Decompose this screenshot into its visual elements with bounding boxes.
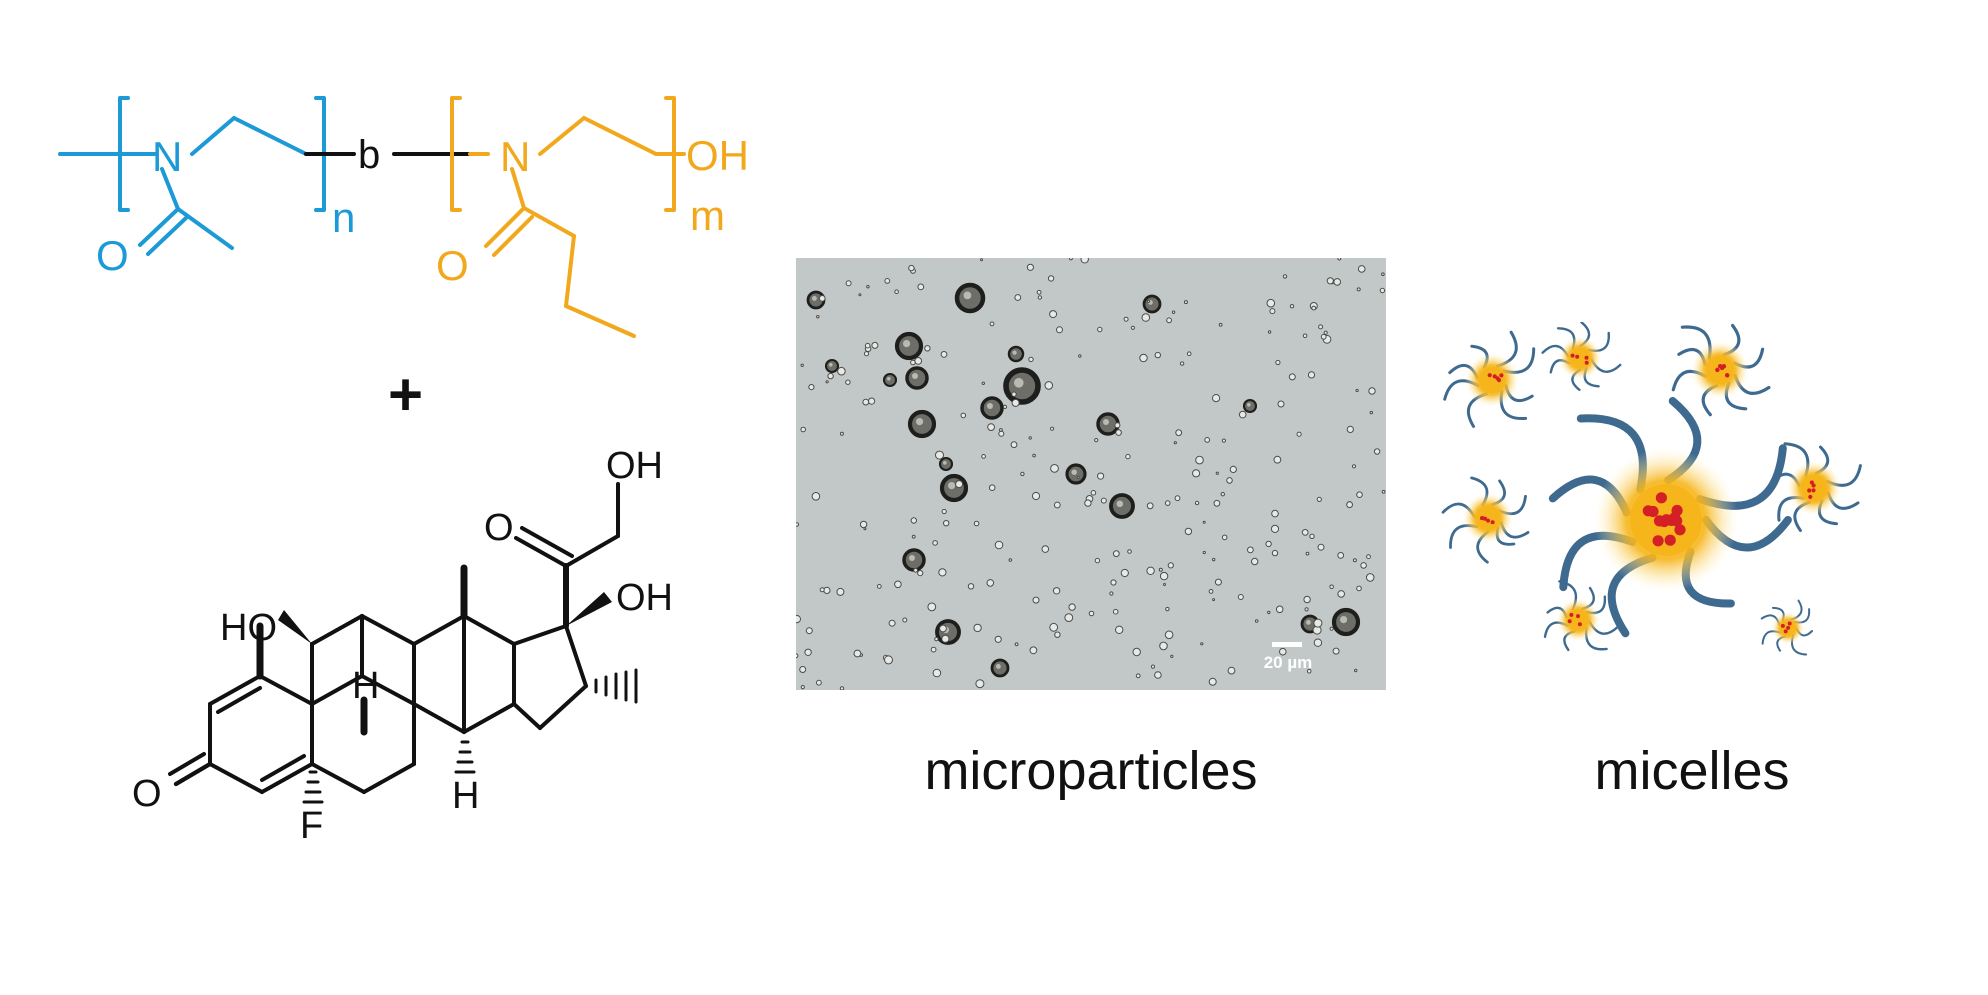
block-a-repeat-n: n	[332, 194, 355, 241]
micelle	[1541, 322, 1622, 391]
block-a-nitrogen: N	[152, 133, 182, 180]
block-linker-b: b	[358, 133, 380, 177]
ring-a	[174, 674, 314, 794]
scale-bar-label: 20 µm	[1264, 653, 1313, 672]
polymer-structure: N O n b N O m OH	[58, 96, 749, 338]
micelle	[1771, 442, 1862, 532]
block-b-oxygen: O	[436, 242, 469, 289]
micelle	[1671, 323, 1771, 417]
ring-b	[310, 674, 416, 794]
drug-f-9: F	[300, 805, 323, 847]
scale-bar	[1272, 642, 1302, 647]
drug-ho-11: HO	[220, 607, 277, 649]
micelle	[1543, 580, 1619, 652]
block-b-nitrogen: N	[500, 133, 530, 180]
micelle	[1548, 397, 1792, 638]
micelle	[1443, 330, 1536, 428]
plus-sign: +	[388, 361, 424, 428]
microparticles-caption: microparticles	[924, 741, 1258, 801]
drug-h-8: H	[352, 665, 379, 707]
micelle	[1441, 476, 1530, 564]
micelle-illustration	[1441, 322, 1862, 656]
ring-c	[310, 614, 466, 706]
drug-oh-21: OH	[606, 445, 663, 487]
micelle	[1760, 599, 1813, 656]
drug-structure: OH O OH HO H F H O	[132, 445, 673, 847]
block-b-end-group: OH	[686, 132, 749, 179]
micelles-caption: micelles	[1594, 741, 1790, 801]
drug-h-14: H	[452, 775, 479, 817]
drug-oh-17: OH	[616, 577, 673, 619]
polymer-block-b	[450, 96, 686, 338]
ring-d	[412, 614, 588, 734]
block-a-oxygen: O	[96, 232, 129, 279]
block-b-repeat-m: m	[690, 192, 725, 239]
microparticle-micrograph: 20 µm	[796, 258, 1386, 690]
drug-o-3: O	[132, 773, 162, 815]
polymer-block-a	[58, 96, 342, 256]
drug-o-20: O	[484, 507, 514, 549]
